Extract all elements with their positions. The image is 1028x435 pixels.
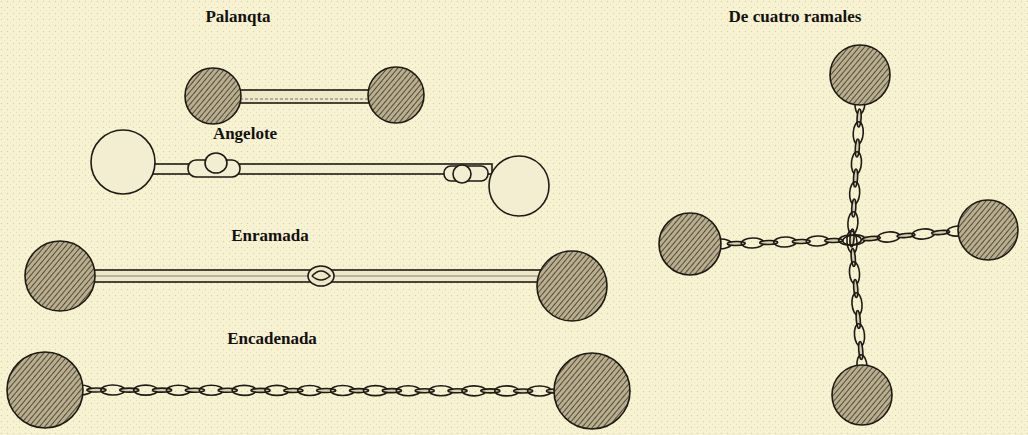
chain-link (152, 388, 171, 392)
chain-link (415, 389, 434, 393)
encadenada-shot (7, 352, 630, 429)
chain-link (481, 389, 500, 393)
four-branch-shot (659, 45, 1018, 425)
chain-link (514, 389, 533, 393)
chain-link (382, 389, 401, 393)
shot-name: Angelote (213, 125, 277, 144)
shot-name: Palanqta (205, 8, 270, 27)
enramada-shot (25, 241, 607, 321)
chain-link (251, 388, 270, 392)
chain-link (284, 388, 303, 392)
chain-link (853, 169, 858, 187)
chain-link (851, 199, 856, 217)
shot-name: Encadenada (227, 330, 317, 349)
chain-link (349, 389, 368, 393)
chain-link (185, 388, 204, 392)
shot-name: Enramada (231, 227, 308, 246)
angelote-shot (91, 130, 549, 216)
chain-link (448, 389, 467, 393)
chain-link (87, 388, 106, 392)
palanqueta-shot (185, 67, 424, 124)
chain-link (857, 109, 862, 127)
chain-link (855, 139, 860, 157)
chain-link (218, 388, 237, 392)
chain-link (317, 388, 336, 392)
shot-name: De cuatro ramales (729, 8, 862, 27)
chain-link (120, 388, 139, 392)
